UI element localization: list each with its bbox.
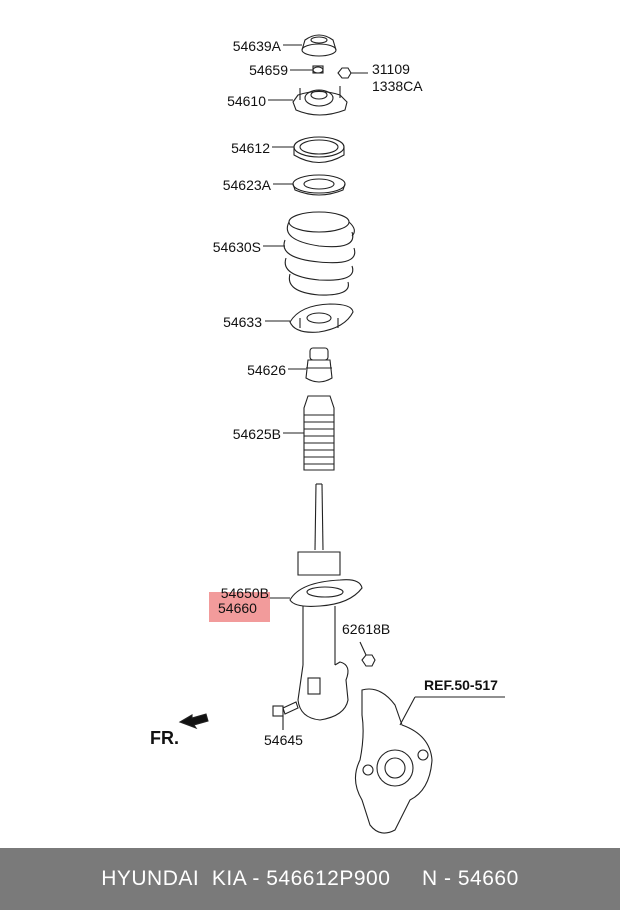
label-54612: 54612 xyxy=(231,140,270,156)
part-62618B-nut xyxy=(359,641,376,667)
part-54633-lower-seat xyxy=(265,303,354,333)
label-54660: 54660 xyxy=(218,600,257,616)
steering-knuckle xyxy=(354,688,505,834)
part-54630S-spring xyxy=(263,211,356,296)
part-54625B-boot xyxy=(283,395,335,471)
part-54610-mount xyxy=(268,86,348,116)
part-54639A-cap xyxy=(283,34,337,57)
label-54633: 54633 xyxy=(223,314,262,330)
highlight-box-54660 xyxy=(209,592,270,622)
label-54639A: 54639A xyxy=(232,38,281,54)
label-54645: 54645 xyxy=(264,732,303,748)
label-62618B: 62618B xyxy=(342,621,391,637)
label-31109: 31109 xyxy=(372,61,410,77)
footer-part-number-bar: HYUNDAI KIA - 546612P900 N - 54660 xyxy=(0,848,620,910)
part-54659-nut xyxy=(290,65,324,74)
part-54660-shock-absorber xyxy=(268,483,363,721)
label-54650B: 54650B xyxy=(220,585,269,601)
part-54623A-seat xyxy=(273,174,346,196)
label-54626: 54626 xyxy=(247,362,286,378)
strut-assembly-diagram xyxy=(178,34,505,834)
label-54610: 54610 xyxy=(227,93,266,109)
label-54630S: 54630S xyxy=(212,239,261,255)
label-54623A: 54623A xyxy=(222,177,271,193)
footer-text: HYUNDAI KIA - 546612P900 N - 54660 xyxy=(101,867,519,890)
label-front: FR. xyxy=(150,728,179,748)
label-54659: 54659 xyxy=(249,62,288,78)
part-54612-bearing xyxy=(272,136,345,164)
part-54626-bumper xyxy=(288,347,333,383)
label-ref: REF.50-517 xyxy=(424,677,498,693)
part-31109-nut xyxy=(337,67,368,79)
front-arrow-icon xyxy=(178,713,209,730)
label-54625B: 54625B xyxy=(232,426,281,442)
part-54645-bolt xyxy=(272,701,299,730)
label-1338CA: 1338CA xyxy=(372,78,423,94)
